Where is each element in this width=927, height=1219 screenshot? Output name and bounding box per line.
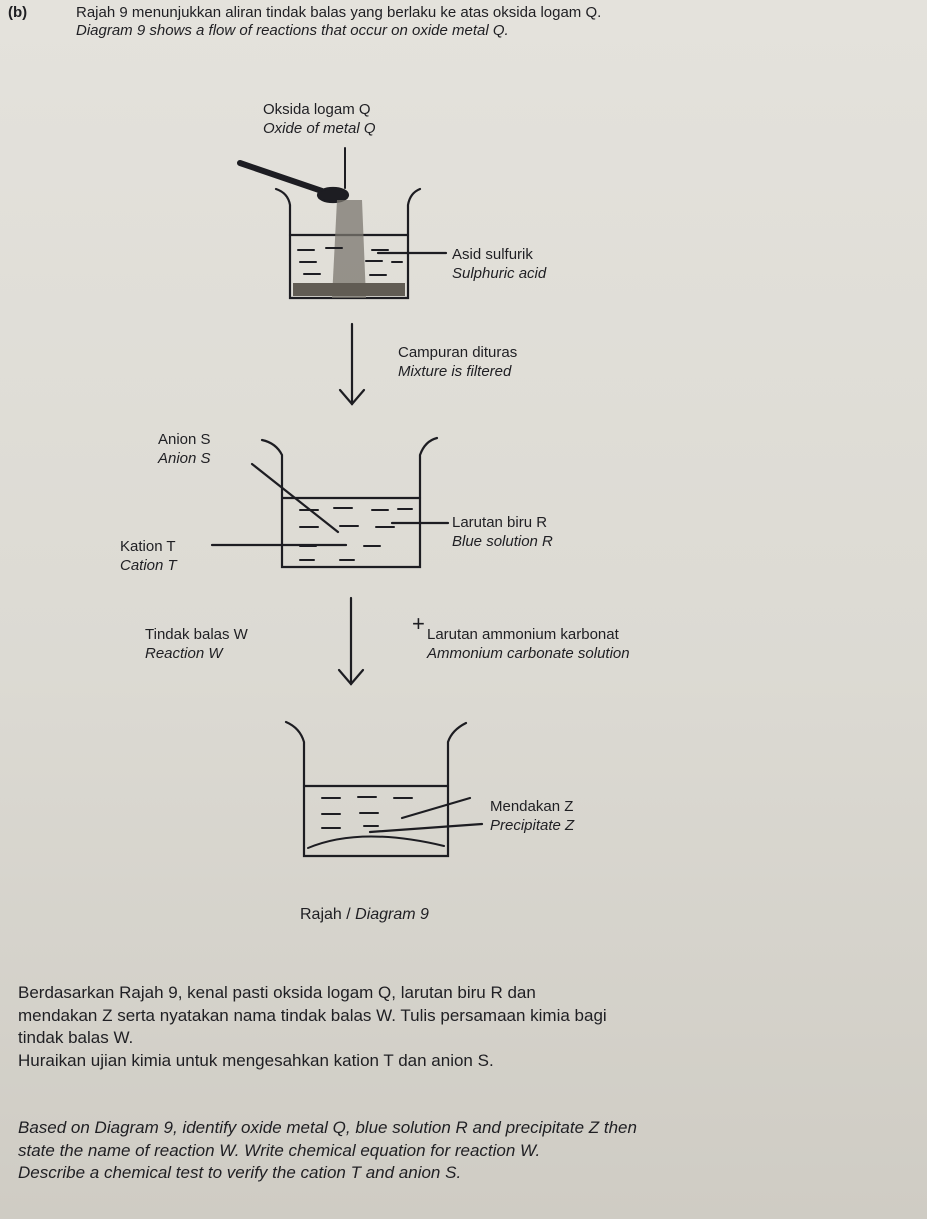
reagent-label: Larutan ammonium karbonat Ammonium carbo… (427, 626, 630, 662)
solution-label: Larutan biru R Blue solution R (452, 514, 553, 550)
question-text-malay: Rajah 9 menunjukkan aliran tindak balas … (76, 4, 602, 21)
anion-pointer-line (250, 462, 340, 534)
spatula-icon (237, 147, 350, 204)
question-label: (b) (8, 4, 28, 21)
precipitate-layer (307, 835, 445, 849)
diagram-caption: Rajah / Diagram 9 (300, 906, 429, 923)
beaker-precipitate (284, 720, 468, 858)
reaction-arrow (337, 596, 365, 686)
precipitate-liquid-dashes (321, 796, 413, 829)
precipitate-pointer-upper (400, 796, 472, 820)
anion-label: Anion S Anion S (158, 431, 211, 467)
precipitate-pointer-lower (368, 822, 484, 834)
oxide-powder-falling (293, 200, 405, 298)
acid-label: Asid sulfurik Sulphuric acid (452, 246, 547, 282)
filter-arrow (338, 322, 366, 406)
precipitate-label: Mendakan Z Precipitate Z (490, 798, 575, 834)
instructions-malay: Berdasarkan Rajah 9, kenal pasti oksida … (18, 983, 607, 1070)
filter-step-label: Campuran dituras Mixture is filtered (398, 344, 518, 380)
cation-label: Kation T Cation T (120, 538, 177, 574)
oxide-label: Oksida logam Q Oxide of metal Q (263, 101, 376, 137)
plus-sign: + (412, 611, 425, 636)
instructions-english: Based on Diagram 9, identify oxide metal… (18, 1118, 637, 1182)
reaction-label: Tindak balas W Reaction W (145, 626, 248, 662)
question-text-english: Diagram 9 shows a flow of reactions that… (76, 22, 509, 39)
beaker-blue-solution (260, 436, 439, 569)
acid-liquid-dashes (297, 247, 403, 276)
reaction-flow-diagram: + (210, 147, 484, 858)
